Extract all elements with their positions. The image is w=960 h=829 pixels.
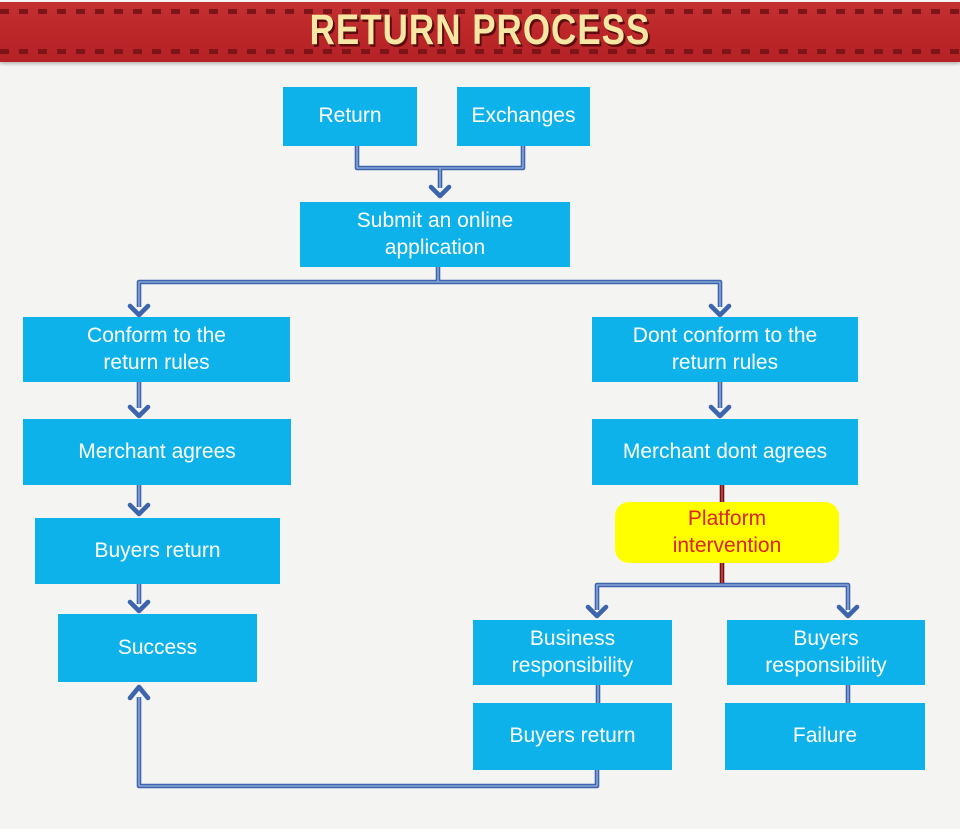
node-buyers-return-left-label: Buyers return (94, 538, 221, 562)
node-buyers-return-right-label: Buyers return (509, 724, 636, 748)
page-title: RETURN PROCESS (309, 5, 651, 54)
header-banner: RETURN PROCESS (0, 2, 960, 62)
node-business-responsibility: Business responsibility (473, 620, 672, 685)
node-success: Success (58, 614, 257, 682)
node-return-label: Return (318, 104, 382, 128)
node-dont-conform-rules: Dont conform to the return rules (592, 317, 858, 382)
node-merchant-dont-agrees-label: Merchant dont agrees (622, 439, 828, 463)
arrowheads (127, 184, 860, 701)
node-conform-rules-label: Conform to the return rules (87, 324, 226, 374)
node-return: Return (283, 87, 417, 146)
node-platform-intervention-label: Platform intervention (672, 507, 782, 557)
node-exchanges-label: Exchanges (471, 104, 576, 128)
node-submit-application: Submit an online application (300, 202, 570, 267)
node-conform-rules: Conform to the return rules (23, 317, 290, 382)
node-buyers-return-right: Buyers return (473, 703, 672, 770)
node-dont-conform-rules-label: Dont conform to the return rules (632, 324, 818, 374)
node-business-responsibility-label: Business responsibility (511, 627, 634, 677)
node-buyers-responsibility: Buyers responsibility (727, 620, 925, 685)
node-success-label: Success (117, 635, 198, 659)
node-buyers-responsibility-label: Buyers responsibility (765, 627, 887, 677)
node-submit-application-label: Submit an online application (356, 209, 514, 259)
node-buyers-return-left: Buyers return (35, 518, 280, 584)
node-failure: Failure (725, 703, 925, 770)
node-failure-label: Failure (792, 724, 858, 748)
node-merchant-agrees-label: Merchant agrees (78, 439, 236, 463)
node-merchant-agrees: Merchant agrees (23, 419, 291, 485)
node-merchant-dont-agrees: Merchant dont agrees (592, 419, 858, 485)
banner-dashed-line-bottom (0, 49, 960, 54)
node-exchanges: Exchanges (457, 87, 590, 146)
banner-dashed-line-top (0, 9, 960, 14)
node-platform-intervention: Platform intervention (615, 502, 839, 563)
